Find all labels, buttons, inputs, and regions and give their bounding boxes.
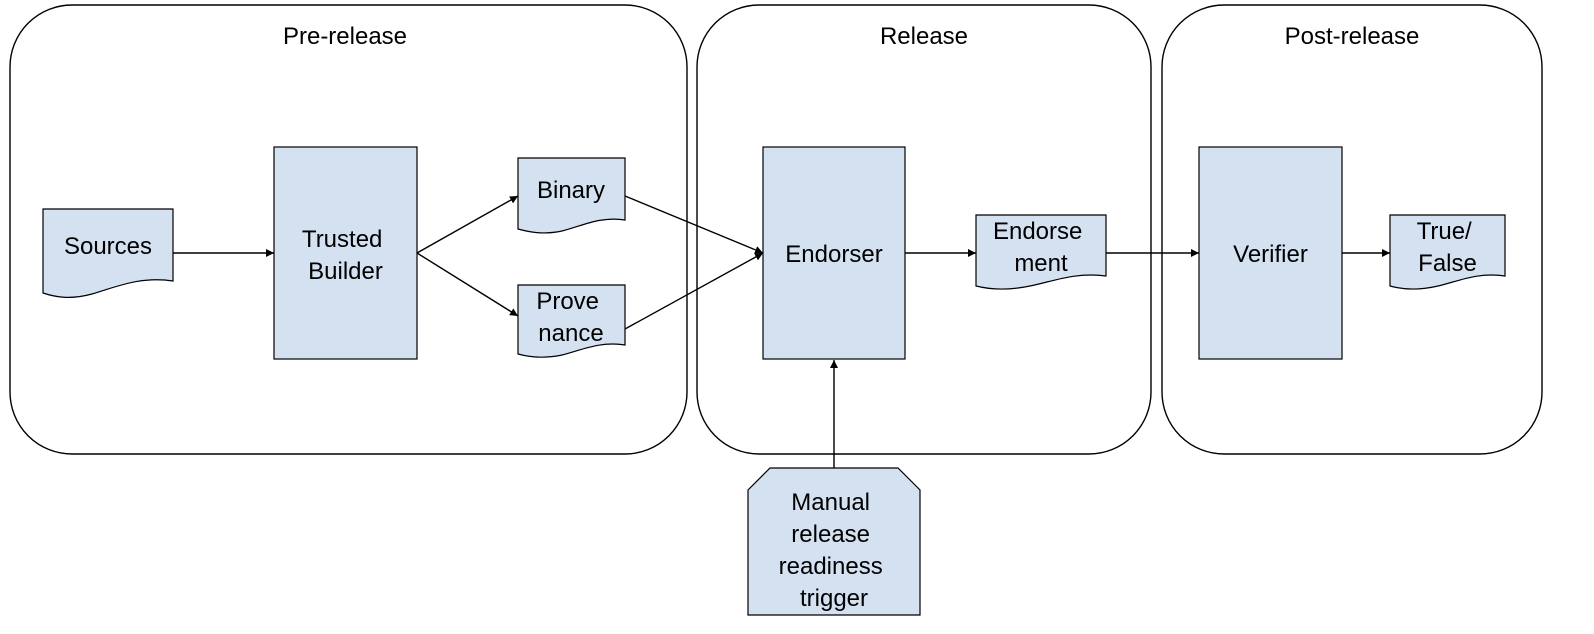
- document-true-false: True/ False: [1389, 214, 1506, 290]
- provenance-label-line-1: Prove: [536, 288, 599, 315]
- trigger-label-line-4: trigger: [800, 585, 868, 612]
- arrow-provenance-to-endorser: [624, 252, 764, 330]
- stage-title-post-release: Post-release: [1285, 23, 1420, 50]
- svg-text:Trusted Builder: Trusted Builder: [302, 226, 389, 285]
- true-false-label-line-2: False: [1418, 250, 1477, 277]
- document-sources: Sources: [42, 208, 174, 298]
- endorser-label: Endorser: [785, 241, 882, 268]
- true-false-label-line-1: True/: [1417, 218, 1472, 245]
- svg-text:Prove nance: Prove nance: [536, 288, 605, 347]
- svg-text:Endorse ment: Endorse ment: [993, 218, 1089, 277]
- process-verifier: Verifier: [1198, 146, 1343, 360]
- document-provenance: Prove nance: [517, 284, 626, 358]
- process-endorser: Endorser: [762, 146, 906, 360]
- trusted-builder-label-line-1: Trusted: [302, 226, 382, 253]
- arrow-builder-to-provenance: [416, 252, 519, 317]
- stage-title-pre-release: Pre-release: [283, 23, 407, 50]
- arrow-builder-to-binary: [416, 195, 519, 254]
- trigger-label-line-2: release: [791, 521, 870, 548]
- binary-label: Binary: [537, 177, 605, 204]
- svg-text:True/ False: True/ False: [1417, 218, 1479, 277]
- svg-text:Binary: Binary: [537, 177, 605, 204]
- trusted-builder-label-line-2: Builder: [308, 258, 383, 285]
- trigger-label-line-1: Manual: [791, 489, 870, 516]
- endorsement-label-line-1: Endorse: [993, 218, 1082, 245]
- document-binary: Binary: [517, 157, 626, 234]
- process-trusted-builder: Trusted Builder: [273, 146, 418, 360]
- provenance-label-line-2: nance: [538, 320, 603, 347]
- svg-text:Manual release rea: Manual release readiness trigger: [779, 489, 890, 612]
- stage-title-release: Release: [880, 23, 968, 50]
- endorsement-label-line-2: ment: [1014, 250, 1068, 277]
- sources-label: Sources: [64, 233, 152, 260]
- verifier-label: Verifier: [1233, 241, 1308, 268]
- connectors: [173, 195, 1390, 468]
- arrow-binary-to-endorser: [624, 195, 764, 254]
- document-endorsement: Endorse ment: [975, 214, 1107, 290]
- svg-text:Verifier: Verifier: [1233, 241, 1308, 268]
- svg-text:Endorser: Endorser: [785, 241, 882, 268]
- svg-text:Sources: Sources: [64, 233, 152, 260]
- trigger-label-line-3: readiness: [779, 553, 883, 580]
- trigger-manual-release-readiness: Manual release readiness trigger: [747, 467, 921, 616]
